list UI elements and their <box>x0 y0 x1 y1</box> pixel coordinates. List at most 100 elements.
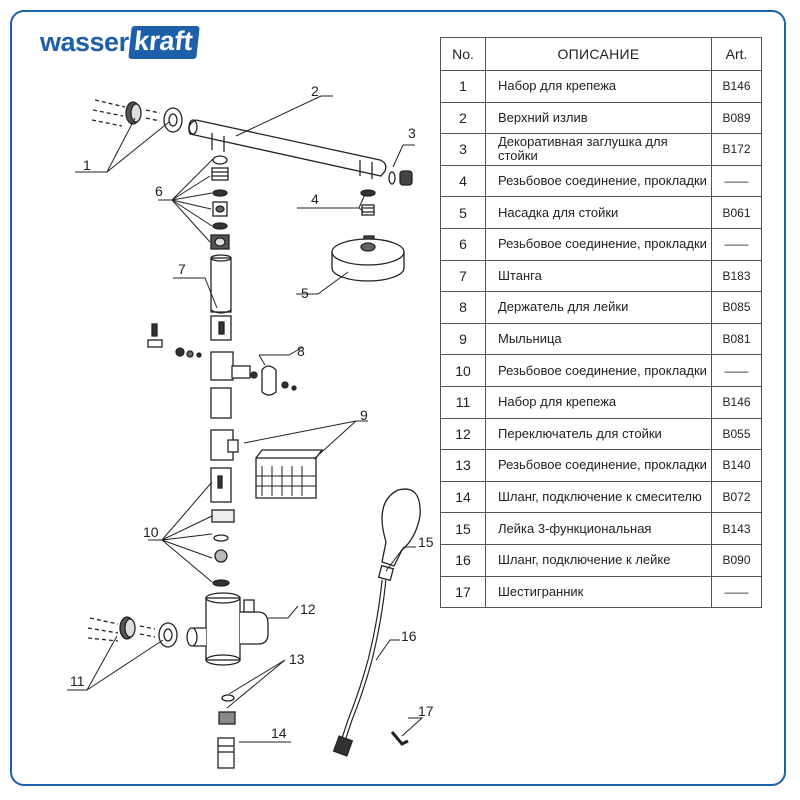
cell-art: B085 <box>711 291 762 324</box>
cell-description: Насадка для стойки <box>485 196 712 229</box>
callout-9: 9 <box>360 407 368 423</box>
cell-no: 13 <box>440 449 486 482</box>
callout-5: 5 <box>301 285 309 301</box>
part-12-diverter <box>186 592 269 666</box>
cell-no: 14 <box>440 480 486 514</box>
part-1-fixing-set <box>91 99 183 133</box>
header-no: No. <box>440 37 486 71</box>
page-frame <box>10 10 786 786</box>
cell-no: 17 <box>440 575 486 609</box>
cell-no: 3 <box>440 133 486 166</box>
callout-15: 15 <box>418 534 434 550</box>
part-6-fittings <box>210 155 230 250</box>
cell-description: Мыльница <box>485 322 712 356</box>
callout-11: 11 <box>70 673 85 689</box>
cell-art: B183 <box>711 259 762 293</box>
part-7-rod <box>210 254 232 341</box>
cell-description: Переключатель для стойки <box>485 417 712 451</box>
cell-description: Набор для крепежа <box>485 70 712 103</box>
callout-13: 13 <box>289 651 305 667</box>
callout-3: 3 <box>408 125 416 141</box>
cell-no: 10 <box>440 354 486 387</box>
part-14-hose-connector <box>217 737 235 769</box>
cell-no: 16 <box>440 543 486 577</box>
cell-art: B146 <box>711 70 762 103</box>
cell-description: Набор для крепежа <box>485 385 712 419</box>
cell-description: Шланг, подключение к смесителю <box>485 480 712 514</box>
cell-art: B055 <box>711 417 762 451</box>
part-9-soap-dish <box>210 429 324 499</box>
cell-no: 9 <box>440 322 486 356</box>
cell-description: Декоративная заглушка для стойки <box>485 133 712 166</box>
callout-4: 4 <box>311 191 319 207</box>
cell-art: B140 <box>711 449 762 482</box>
cell-no: 15 <box>440 512 486 545</box>
callout-7: 7 <box>178 261 186 277</box>
cell-description: Штанга <box>485 259 712 293</box>
cell-description: Верхний излив <box>485 101 712 135</box>
part-10-fittings <box>210 467 235 587</box>
part-15-hand-shower <box>377 488 421 582</box>
cell-no: 12 <box>440 417 486 451</box>
cell-art: —— <box>711 164 762 198</box>
cell-art: —— <box>711 227 762 261</box>
header-description: ОПИСАНИЕ <box>485 37 712 71</box>
callout-8: 8 <box>297 343 305 359</box>
cell-art: B072 <box>711 480 762 514</box>
cell-art: B061 <box>711 196 762 229</box>
callout-17: 17 <box>418 703 434 719</box>
part-4-fitting <box>360 189 376 216</box>
cell-art: —— <box>711 354 762 387</box>
callout-14: 14 <box>271 725 287 741</box>
cell-no: 2 <box>440 101 486 135</box>
callout-6: 6 <box>155 183 163 199</box>
callout-2: 2 <box>311 83 319 99</box>
cell-description: Шланг, подключение к лейке <box>485 543 712 577</box>
callout-16: 16 <box>401 628 417 644</box>
cell-description: Держатель для лейки <box>485 291 712 324</box>
cell-no: 5 <box>440 196 486 229</box>
cell-no: 8 <box>440 291 486 324</box>
cell-art: B089 <box>711 101 762 135</box>
exploded-parts-diagram: 1 2 3 4 5 6 7 8 9 10 11 12 13 14 15 16 1… <box>67 83 434 769</box>
callout-10: 10 <box>143 524 159 540</box>
brand-logo-part1: wasser <box>40 26 129 57</box>
cell-no: 7 <box>440 259 486 293</box>
part-2-top-arm <box>188 119 387 179</box>
callout-1: 1 <box>83 157 91 173</box>
cell-art: B143 <box>711 512 762 545</box>
part-16-hose <box>332 579 387 757</box>
cell-no: 6 <box>440 227 486 261</box>
cell-description: Шестигранник <box>485 575 712 609</box>
cell-art: —— <box>711 575 762 609</box>
cell-art: B146 <box>711 385 762 419</box>
cell-no: 11 <box>440 385 486 419</box>
part-5-shower-head <box>331 235 405 282</box>
parts-table-header: No. ОПИСАНИЕ Art. <box>440 37 762 71</box>
part-17-hex-key <box>390 731 409 746</box>
cell-description: Резьбовое соединение, прокладки <box>485 354 712 387</box>
part-3-decorative-cap <box>388 170 413 186</box>
callout-12: 12 <box>300 601 316 617</box>
cell-art: B081 <box>711 322 762 356</box>
cell-no: 4 <box>440 164 486 198</box>
part-11-fixing-set <box>87 616 178 648</box>
part-8-holder <box>147 323 297 419</box>
